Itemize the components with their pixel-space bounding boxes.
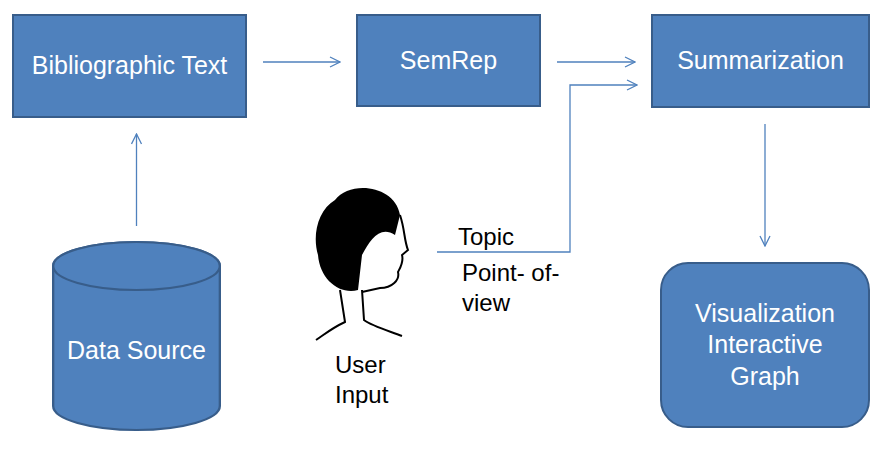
process-box: Bibliographic Text	[12, 14, 247, 118]
input-label: Topic	[458, 222, 548, 252]
node-text: Summarization	[669, 45, 852, 76]
figure-caption: User Input	[335, 350, 415, 410]
node-text: Bibliographic Text	[24, 50, 235, 81]
flow-arrow	[263, 61, 340, 62]
node-text: Visualization Interactive Graph	[672, 298, 858, 392]
output-box: Visualization Interactive Graph	[660, 262, 870, 428]
database-cylinder: Data Source	[52, 242, 221, 430]
flow-arrow	[764, 124, 765, 246]
node-text: SemRep	[392, 45, 505, 76]
flow-arrow	[136, 134, 137, 226]
flow-arrow	[557, 61, 635, 62]
input-label: Point- of-view	[462, 258, 562, 318]
process-box: Summarization	[651, 14, 870, 108]
cylinder-outline	[52, 242, 221, 430]
user-input-line	[437, 85, 637, 252]
user-head-illustration	[316, 188, 408, 340]
process-box: SemRep	[356, 14, 541, 107]
node-text: Data Source	[59, 335, 214, 366]
